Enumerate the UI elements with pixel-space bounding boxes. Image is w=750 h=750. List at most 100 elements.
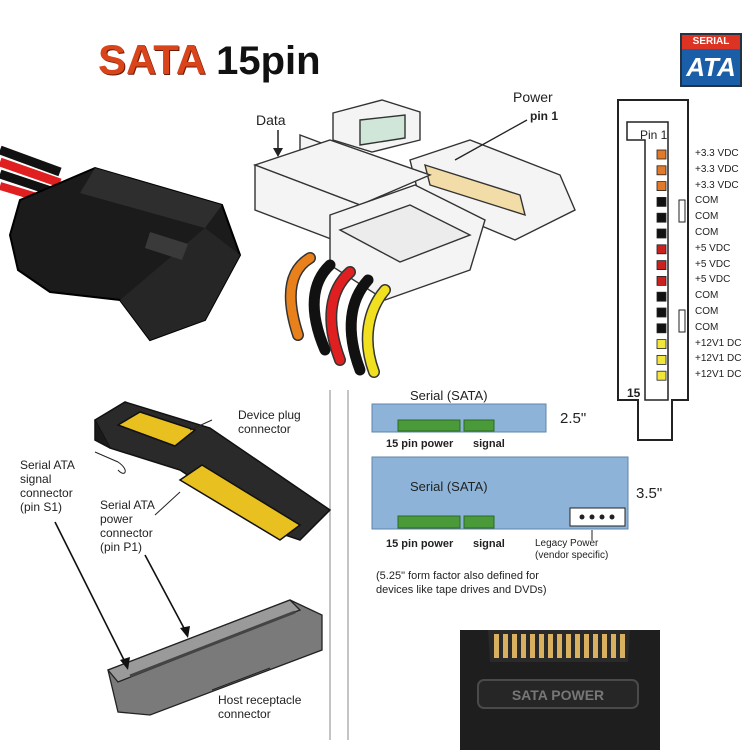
power-connector-label: Serial ATA power connector (pin P1): [100, 498, 155, 554]
pin-13-rect: [656, 339, 667, 350]
pinout-diagram: [617, 99, 689, 441]
photo-pin-7: [548, 634, 553, 658]
serial-35-label: Serial (SATA): [410, 479, 488, 494]
signal-line1: Serial ATA: [20, 458, 75, 472]
form-factor-note: (5.25" form factor also defined for devi…: [376, 569, 547, 597]
board-35: [371, 456, 629, 530]
pinout-pin1-label: Pin 1: [640, 128, 668, 142]
photo-pin-3: [512, 634, 517, 658]
size-35-label: 3.5": [636, 485, 663, 502]
photo-pin-1: [494, 634, 499, 658]
signal-leader: [94, 451, 126, 474]
pin-7-label: +5 VDC: [695, 242, 731, 254]
signal-35-label: signal: [473, 538, 505, 550]
host-line2: connector: [218, 707, 271, 721]
pin-12-label: COM: [695, 321, 719, 333]
title-sata: SATA: [98, 36, 207, 83]
signal-line3: connector: [20, 486, 73, 500]
pinout-pin15-label: 15: [627, 386, 641, 400]
connector-wires: [284, 252, 391, 378]
pin-2-rect: [656, 165, 667, 176]
pin-15-rect: [656, 370, 667, 381]
pin-10-label: COM: [695, 290, 719, 302]
power-conn-arrow-head: [180, 626, 190, 638]
pin-4-label: COM: [695, 195, 719, 207]
pin-3-label: +3.3 VDC: [695, 179, 739, 191]
photo-pin-9: [566, 634, 571, 658]
photo-pin-15: [620, 634, 625, 658]
pin-8-label: +5 VDC: [695, 258, 731, 270]
pin-7-rect: [656, 244, 667, 255]
pin-14-rect: [656, 354, 667, 365]
connector-drawing: [252, 99, 576, 301]
device-plug-line2: connector: [238, 422, 291, 436]
power-line1: Serial ATA: [100, 498, 155, 512]
power-label: Power: [513, 89, 553, 105]
power-25-label: 15 pin power: [386, 438, 454, 450]
connector-photo: [460, 630, 660, 750]
power-line3: connector: [100, 526, 153, 540]
data-arrow-head: [273, 148, 283, 157]
pin-9-rect: [656, 275, 667, 286]
pin-2-label: +3.3 VDC: [695, 163, 739, 175]
power-line2: power: [100, 512, 133, 526]
pin-13-label: +12V1 DC: [695, 337, 742, 349]
host-leader: [211, 667, 271, 691]
host-receptacle-label: Host receptacle connector: [218, 693, 301, 721]
pin-9-label: +5 VDC: [695, 274, 731, 286]
data-label: Data: [256, 112, 286, 128]
photo-pin-8: [557, 634, 562, 658]
signal-arrow-head: [120, 657, 130, 670]
serial-ata-logo: SERIAL ATA: [680, 33, 742, 87]
title-15pin: 15pin: [216, 39, 321, 83]
power-35-label: 15 pin power: [386, 538, 454, 550]
photo-pin-14: [611, 634, 616, 658]
size-25-label: 2.5": [560, 410, 587, 427]
power-arrow: [454, 119, 528, 161]
pin-4-rect: [656, 196, 667, 207]
signal-arrow: [54, 521, 126, 663]
device-plug-line1: Device plug: [238, 408, 301, 422]
pin-12-rect: [656, 323, 667, 334]
pin-14-label: +12V1 DC: [695, 353, 742, 365]
device-plug-drawing: [94, 401, 332, 541]
photo-pins: [494, 634, 625, 658]
device-plug-label: Device plug connector: [238, 408, 301, 436]
board-25: [371, 403, 547, 433]
pin-5-rect: [656, 212, 667, 223]
legacy-line2: (vendor specific): [535, 550, 609, 561]
cable-photo: [0, 145, 242, 342]
legacy-line1: Legacy Power: [535, 538, 599, 549]
photo-pin-5: [530, 634, 535, 658]
note-line1: (5.25" form factor also defined for: [376, 570, 539, 582]
power-line4: (pin P1): [100, 540, 143, 554]
photo-pin-6: [539, 634, 544, 658]
photo-pin-11: [584, 634, 589, 658]
logo-bottom-text: ATA: [682, 49, 740, 85]
pin-15-label: +12V1 DC: [695, 369, 742, 381]
signal-line4: (pin S1): [20, 500, 63, 514]
pin-1-label: +3.3 VDC: [695, 148, 739, 159]
pin1-top-label: pin 1: [530, 109, 559, 123]
device-plug-leader: [189, 419, 213, 431]
power-conn-arrow: [144, 554, 186, 631]
note-line2: devices like tape drives and DVDs): [376, 584, 547, 596]
photo-pin-4: [521, 634, 526, 658]
power-leader: [154, 491, 181, 516]
host-receptacle-drawing: [106, 599, 323, 716]
pin-1-rect: [656, 149, 667, 160]
photo-pin-12: [593, 634, 598, 658]
photo-pin-2: [503, 634, 508, 658]
pin-6-label: COM: [695, 227, 719, 238]
pin-11-rect: [656, 307, 667, 318]
pin-5-label: COM: [695, 211, 719, 223]
pin-rects: [656, 149, 667, 381]
pin-6-rect: [656, 228, 667, 239]
signal-line2: signal: [20, 472, 52, 486]
pin-10-rect: [656, 291, 667, 302]
photo-label: SATA POWER: [512, 687, 604, 703]
logo-top-text: SERIAL: [682, 35, 740, 49]
host-line1: Host receptacle: [218, 693, 302, 707]
